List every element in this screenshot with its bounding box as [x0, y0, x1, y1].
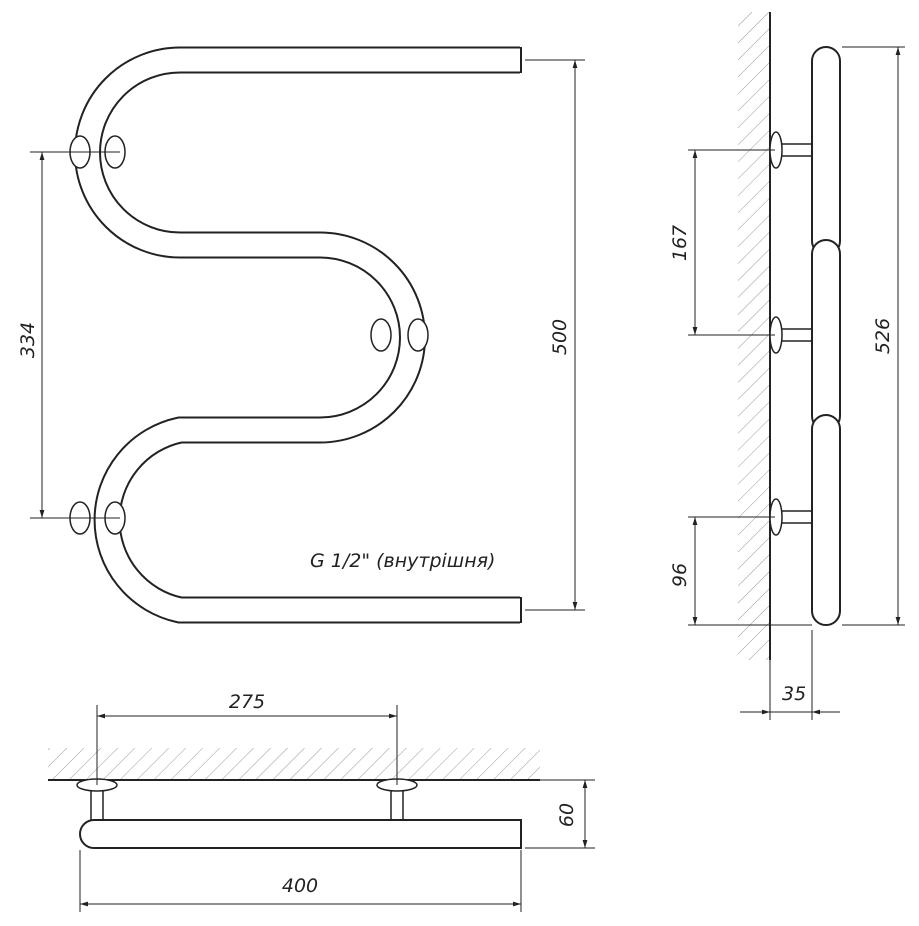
dim-275: 275 — [229, 691, 265, 713]
dim-35: 35 — [782, 683, 806, 705]
side-view: 167 96 526 35 — [669, 12, 905, 720]
top-view: 275 400 60 — [48, 691, 595, 912]
dim-60: 60 — [556, 803, 578, 827]
front-view: 334 500 G 1/2" (внутрішня) — [17, 46, 585, 624]
dim-96: 96 — [669, 563, 691, 587]
brackets — [769, 131, 814, 536]
dim-400: 400 — [282, 875, 318, 897]
dim-334: 334 — [17, 322, 39, 358]
pipe-segment — [811, 46, 841, 256]
pipe-top — [79, 819, 522, 849]
dim-526: 526 — [872, 318, 894, 354]
dim-167: 167 — [669, 225, 691, 261]
towel-rail-pipe-outline — [74, 46, 520, 624]
pipe-segment — [811, 414, 841, 626]
pipe-segment — [811, 239, 841, 431]
towel-rail-pipe-fill — [76, 48, 521, 622]
thread-note: G 1/2" (внутрішня) — [310, 550, 495, 572]
dim-500: 500 — [549, 319, 571, 355]
